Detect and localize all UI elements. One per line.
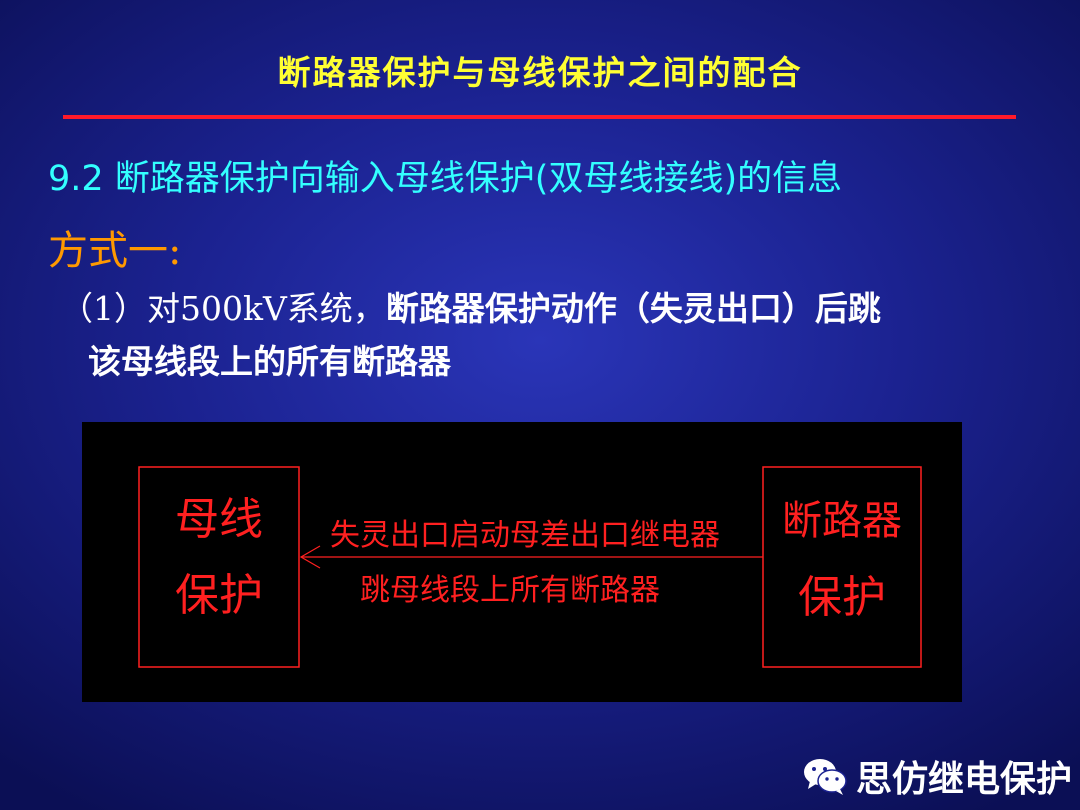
breaker-protection-label-1: 断路器 [782, 498, 902, 544]
arrow-label-bottom: 跳母线段上所有断路器 [360, 573, 660, 608]
breaker-protection-box [762, 466, 922, 668]
footer-brand: 思仿继电保护 [802, 750, 1072, 802]
signal-arrow-head [299, 545, 321, 569]
arrow-label-top: 失灵出口启动母差出口继电器 [330, 518, 720, 553]
bus-protection-label-2: 保护 [175, 570, 263, 621]
brand-name: 思仿继电保护 [855, 759, 1072, 800]
section-heading: 9.2 断路器保护向输入母线保护(双母线接线)的信息 [48, 159, 843, 199]
wechat-icon [803, 759, 847, 795]
item-bold-line-1: 断路器保护动作（失灵出口）后跳 [385, 289, 881, 328]
slide-title: 断路器保护与母线保护之间的配合 [277, 53, 803, 92]
bus-protection-box [138, 466, 300, 668]
item-line-1: （1）对500kV系统，断路器保护动作（失灵出口）后跳 [60, 282, 881, 330]
title-divider [63, 115, 1016, 119]
item-prefix: （1）对500kV系统， [60, 289, 386, 328]
item-line-2: 该母线段上的所有断路器 [88, 342, 451, 381]
method-label: 方式一: [48, 228, 182, 274]
bus-protection-label-1: 母线 [175, 494, 263, 545]
signal-diagram: 母线 保护 断路器 保护 失灵出口启动母差出口继电器 跳母线段上所有断路器 [82, 422, 962, 702]
diagram-canvas: 母线 保护 断路器 保护 失灵出口启动母差出口继电器 跳母线段上所有断路器 [138, 466, 922, 668]
breaker-protection-label-2: 保护 [798, 572, 886, 623]
